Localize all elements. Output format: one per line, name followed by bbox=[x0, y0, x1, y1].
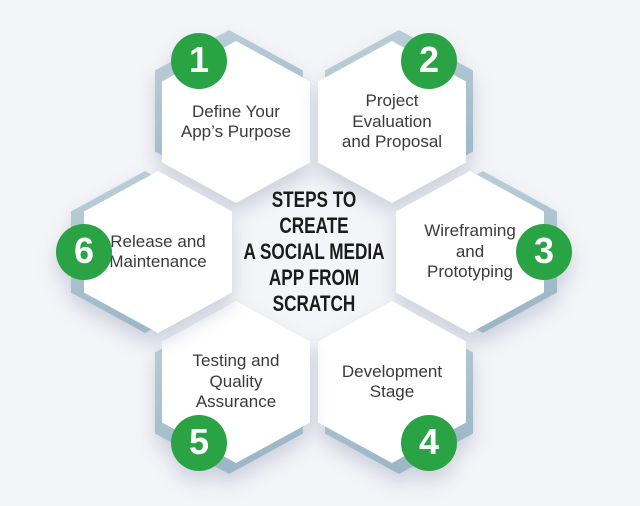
step-label: Development Stage bbox=[341, 361, 443, 401]
step-hexagon-6: Release and Maintenance 6 bbox=[56, 171, 232, 333]
step-number-badge: 1 bbox=[171, 33, 227, 89]
step-number-badge: 2 bbox=[401, 33, 457, 89]
diagram-title: STEPS TO CREATE A SOCIAL MEDIA APP FROM … bbox=[243, 187, 385, 316]
step-hexagon-1: Define Your App’s Purpose 1 bbox=[155, 30, 310, 203]
step-label: Project Evaluation and Proposal bbox=[341, 91, 443, 152]
step-number-badge: 5 bbox=[171, 415, 227, 471]
step-hexagon-5: Testing and Quality Assurance 5 bbox=[155, 301, 310, 474]
step-hexagon-3: Wireframing and Prototyping 3 bbox=[396, 171, 572, 333]
step-label: Wireframing and Prototyping bbox=[424, 221, 516, 282]
step-hexagon-2: Project Evaluation and Proposal 2 bbox=[318, 30, 473, 203]
step-number-badge: 4 bbox=[401, 415, 457, 471]
step-label: Testing and Quality Assurance bbox=[192, 351, 280, 412]
step-number-badge: 6 bbox=[56, 224, 112, 280]
step-hexagon-4: Development Stage 4 bbox=[318, 301, 473, 474]
step-label: Release and Maintenance bbox=[109, 231, 207, 271]
step-label: Define Your App’s Purpose bbox=[180, 101, 292, 141]
step-number-badge: 3 bbox=[516, 224, 572, 280]
